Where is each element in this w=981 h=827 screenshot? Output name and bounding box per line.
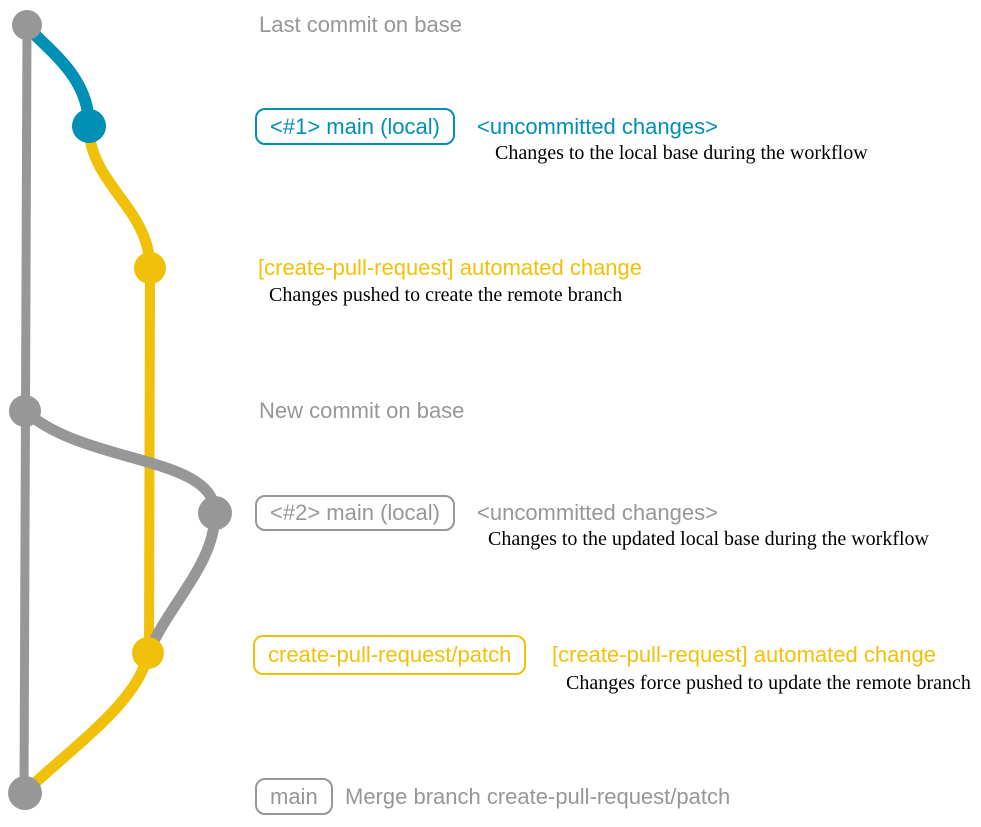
label-merge-branch: Merge branch create-pull-request/patch bbox=[345, 783, 731, 809]
commit-dot-main-local-1 bbox=[72, 109, 106, 143]
patch-merge-curve bbox=[21, 651, 154, 797]
label-last-commit-on-base: Last commit on base bbox=[259, 12, 462, 37]
commit-dot-patch-1 bbox=[134, 252, 166, 284]
branch-badge-main-local-1: <#1> main (local) bbox=[255, 108, 455, 145]
note-pushed-create-remote-branch: Changes pushed to create the remote bran… bbox=[269, 284, 623, 306]
patch-branch-curve-out bbox=[83, 129, 156, 269]
main-local-2-branch-curve bbox=[21, 406, 221, 514]
commit-dot-last-base bbox=[12, 10, 42, 40]
branch-badge-main-local-2: <#2> main (local) bbox=[255, 495, 455, 531]
note-force-pushed-remote-branch: Changes force pushed to update the remot… bbox=[566, 672, 971, 694]
commit-dot-patch-2 bbox=[132, 637, 164, 669]
commit-dot-merge bbox=[8, 776, 42, 810]
label-uncommitted-changes-1: <uncommitted changes> bbox=[477, 113, 718, 139]
note-updated-local-base-changes: Changes to the updated local base during… bbox=[488, 528, 929, 550]
label-new-commit-on-base: New commit on base bbox=[259, 398, 465, 423]
main-local-2-to-patch-curve bbox=[142, 512, 221, 656]
label-automated-change-2: [create-pull-request] automated change bbox=[552, 642, 937, 667]
label-automated-change-1: [create-pull-request] automated change bbox=[258, 255, 643, 280]
commit-dot-new-base bbox=[9, 395, 41, 427]
commit-dot-main-local-2 bbox=[198, 496, 232, 530]
branch-badge-main: main bbox=[255, 778, 333, 815]
main-local-branch-curve bbox=[22, 22, 95, 127]
branch-badge-patch: create-pull-request/patch bbox=[253, 635, 527, 675]
note-local-base-changes-1: Changes to the local base during the wor… bbox=[495, 142, 868, 164]
label-uncommitted-changes-2: <uncommitted changes> bbox=[477, 500, 718, 525]
